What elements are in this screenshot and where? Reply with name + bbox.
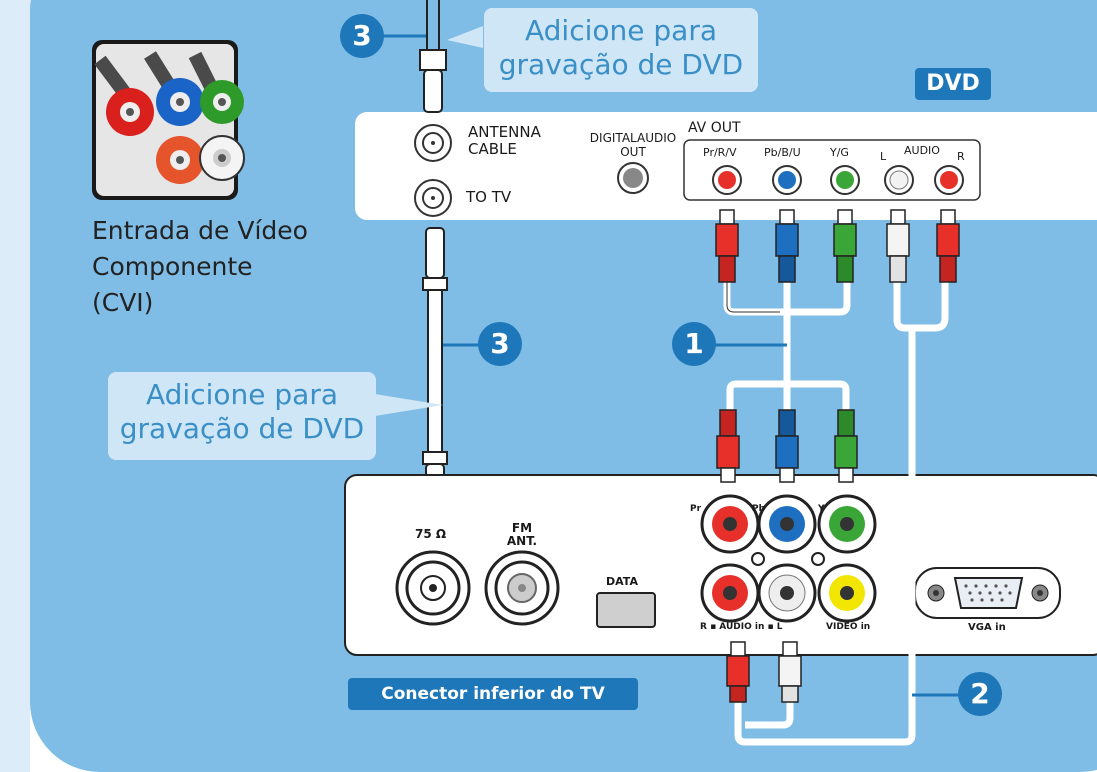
tv-y-label: Y — [818, 504, 825, 514]
tv-connector-tag: Conector inferior do TV — [348, 678, 638, 710]
digital-audio-jack — [617, 162, 649, 194]
leader-lines — [380, 34, 960, 697]
cvi-caption-line3: (CVI) — [92, 288, 154, 317]
callout-top-pointer — [447, 26, 483, 48]
tv-component-jacks — [700, 494, 877, 623]
digital-audio-line2: OUT — [620, 145, 646, 159]
pr-label: Pr/R/V — [703, 146, 737, 159]
digital-audio-label: DIGITALAUDIO OUT — [585, 131, 681, 159]
audio-l-label: L — [880, 150, 887, 163]
pb-label: Pb/B/U — [764, 146, 801, 159]
cvi-connector-photo — [92, 40, 245, 200]
ohm-75-jack — [395, 550, 471, 626]
cvi-caption-line1: Entrada de Vídeo — [92, 216, 308, 245]
antenna-cable-top — [419, 0, 447, 113]
callout-left-line2: gravação de DVD — [119, 412, 365, 445]
callout-left-line1: Adicione para — [146, 378, 338, 411]
audio-in-label: R ▪ AUDIO in ▪ L — [700, 622, 783, 632]
fm-ant-label: FM ANT. — [506, 522, 538, 548]
data-label: DATA — [606, 575, 638, 588]
fm-line1: FM — [511, 521, 533, 535]
av-out-label: AV OUT — [688, 120, 741, 136]
antenna-cable-jack — [414, 124, 452, 162]
dvd-tag: DVD — [915, 68, 991, 100]
callout-left: Adicione para gravação de DVD — [108, 372, 376, 460]
audio-label: AUDIO — [904, 144, 940, 157]
data-port — [596, 592, 656, 628]
yg-label: Y/G — [830, 146, 849, 159]
vga-port — [914, 567, 1061, 619]
left-margin — [0, 0, 30, 772]
callout-left-pointer — [375, 394, 443, 416]
component-cable — [715, 209, 858, 483]
fm-ant-jack — [484, 550, 560, 626]
antenna-cable-label: ANTENNA CABLE — [468, 124, 541, 158]
callout-top: Adicione para gravação de DVD — [484, 8, 758, 92]
to-tv-jack — [414, 179, 452, 217]
antenna-label-line2: CABLE — [468, 140, 517, 158]
av-out-box — [683, 139, 981, 201]
video-in-label: VIDEO in — [826, 622, 871, 632]
badge-3-top: 3 — [340, 14, 384, 58]
tv-pb-label: Pb — [752, 504, 766, 514]
audio-cable — [726, 209, 960, 746]
callout-top-line1: Adicione para — [525, 14, 717, 47]
badge-2: 2 — [958, 672, 1002, 716]
badge-1: 1 — [672, 322, 716, 366]
antenna-cable-dvd-to-tv — [422, 227, 448, 509]
antenna-label-line1: ANTENNA — [468, 123, 541, 141]
audio-r-label: R — [957, 150, 965, 163]
badge-3-mid: 3 — [478, 322, 522, 366]
fm-line2: ANT. — [506, 534, 538, 548]
cvi-caption-line2: Componente — [92, 252, 253, 281]
digital-audio-line1: DIGITALAUDIO — [589, 131, 677, 145]
callout-top-line2: gravação de DVD — [498, 48, 744, 81]
cvi-caption: Entrada de Vídeo Componente (CVI) — [92, 213, 332, 321]
to-tv-label: TO TV — [466, 188, 512, 206]
dvd-panel — [355, 112, 1097, 220]
vga-in-label: VGA in — [968, 622, 1006, 633]
av-out-jacks — [712, 165, 964, 195]
ohm-75-label: 75 Ω — [415, 527, 447, 541]
tv-pr-label: Pr — [690, 504, 702, 514]
